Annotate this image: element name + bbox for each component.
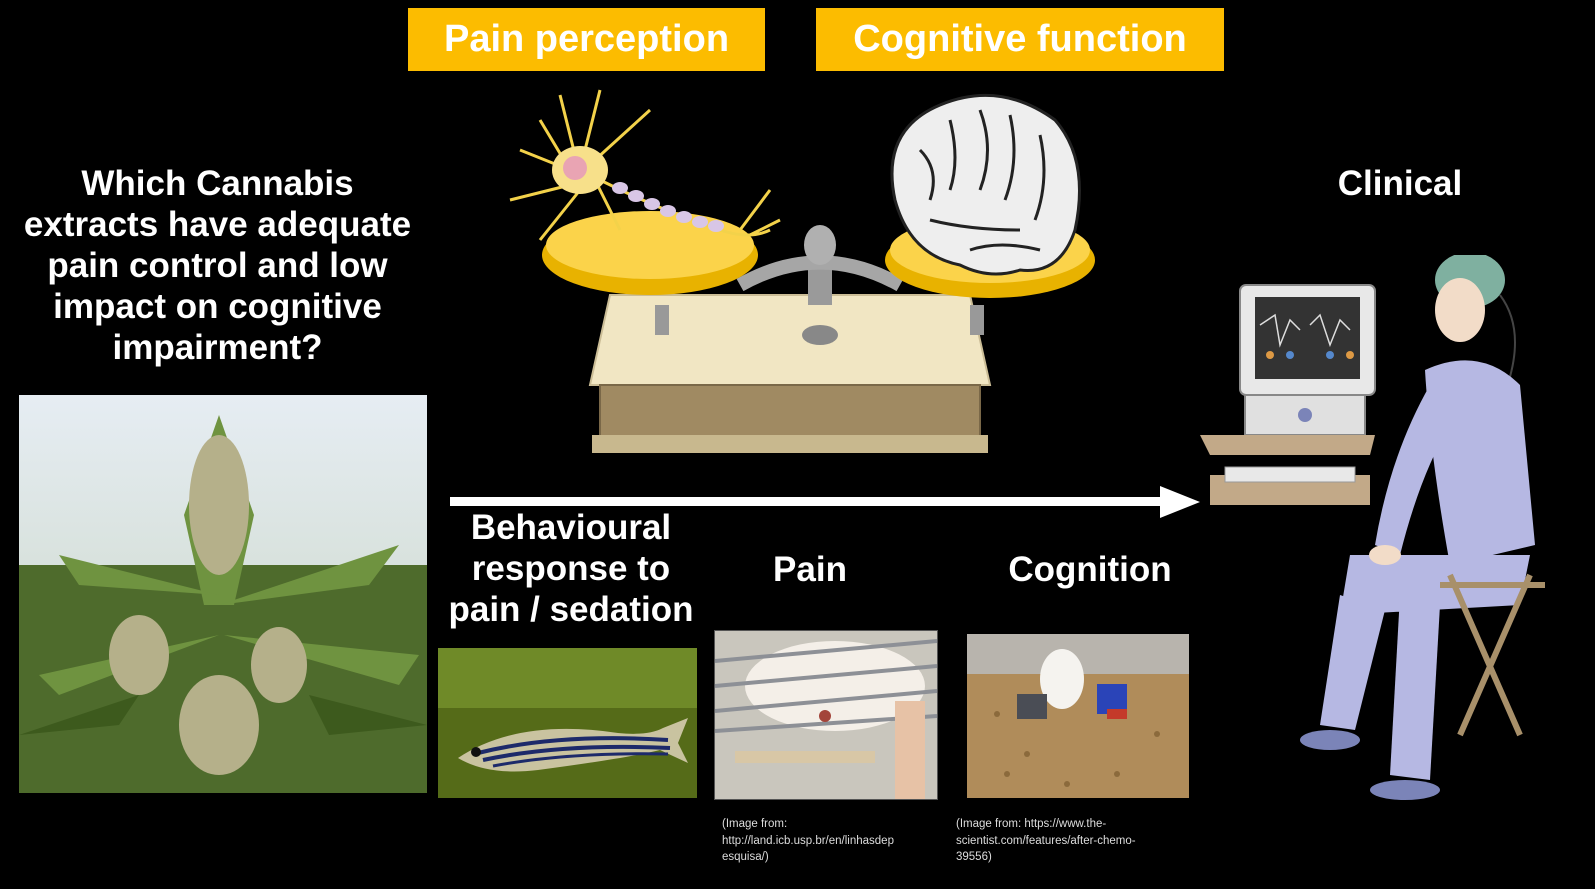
- pain-perception-label: Pain perception: [408, 8, 765, 71]
- clinical-label: Clinical: [1337, 164, 1463, 203]
- pain-image-credit: (Image from: http://land.icb.usp.br/en/l…: [722, 818, 894, 864]
- cognitive-function-label: Cognitive function: [816, 8, 1224, 71]
- balance-scale-icon: [509, 89, 1095, 453]
- research-question: Which Cannabis extracts have adequate pa…: [23, 164, 412, 367]
- patient-icon: [1300, 255, 1545, 800]
- cognition-label: Cognition: [1008, 550, 1172, 589]
- eeg-computer-icon: [1200, 284, 1376, 505]
- mouse-cognition-test-image: [967, 634, 1189, 798]
- zebrafish-image: [438, 648, 697, 798]
- pain-label: Pain: [773, 550, 847, 589]
- behavioural-label: Behavioural response to pain / sedation: [448, 508, 694, 629]
- rat-pain-test-image: [714, 630, 938, 800]
- arrow-right-icon: [450, 486, 1200, 518]
- brain-icon: [890, 93, 1081, 276]
- cannabis-plant-image: [19, 395, 427, 793]
- cognition-image-credit: (Image from: https://www.the- scientist.…: [956, 818, 1136, 864]
- clinical-illustration: [1200, 255, 1545, 800]
